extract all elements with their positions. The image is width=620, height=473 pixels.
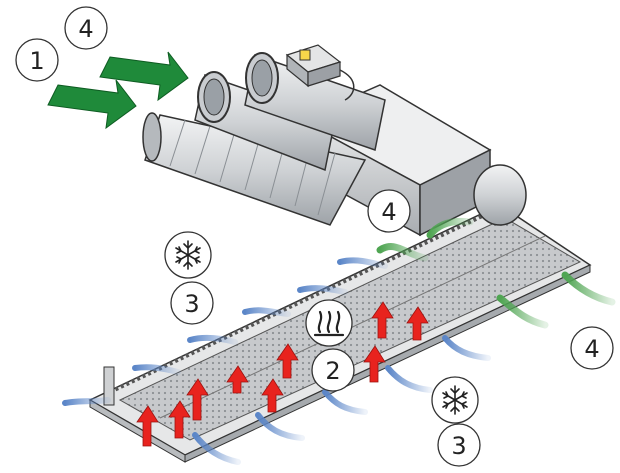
callout-extract-4-top: 4 — [64, 6, 108, 50]
heat-arrow-4 — [226, 365, 249, 394]
callout-extract-4-middle-label: 4 — [381, 198, 396, 226]
supply-arrow-lower — [47, 79, 137, 130]
callout-heating-2: 2 — [305, 299, 355, 392]
callout-supply-1-label: 1 — [29, 47, 44, 75]
heating-air-arrows — [136, 301, 429, 447]
supply-air-arrows — [47, 51, 189, 130]
cool-arrow-11 — [442, 335, 491, 361]
extract-air-arrows — [376, 217, 616, 329]
cool-arrow-3 — [187, 334, 238, 345]
heat-arrow-8 — [371, 301, 394, 339]
cool-arrow-9 — [322, 389, 368, 415]
callout-extract-4-right-label: 4 — [584, 335, 599, 363]
cool-arrow-6 — [337, 257, 388, 269]
callout-extract-4-top-label: 4 — [78, 15, 93, 43]
callout-extract-4-middle: 4 — [367, 189, 411, 233]
extract-arrow-1 — [426, 217, 474, 239]
extract-arrow-4 — [561, 271, 616, 306]
heat-arrow-6 — [276, 343, 299, 379]
callout-cooling-3-right: 3 — [431, 376, 481, 467]
heat-arrow-9 — [406, 306, 429, 341]
callout-cooling-3-left-label: 3 — [184, 290, 199, 318]
callout-extract-4-right: 4 — [570, 326, 614, 370]
cool-arrow-8 — [255, 412, 305, 441]
callout-supply-1: 1 — [15, 38, 59, 82]
cool-arrow-2 — [132, 364, 181, 375]
heat-arrow-1 — [136, 405, 159, 447]
callout-cooling-3-left: 3 — [164, 231, 214, 325]
upper-duct-right — [244, 52, 386, 151]
cool-arrow-4 — [242, 307, 291, 317]
cool-arrow-5 — [297, 285, 348, 295]
heat-arrow-7 — [363, 345, 386, 383]
supply-arrow-upper — [99, 51, 189, 102]
extract-arrow-3 — [496, 294, 549, 329]
heat-arrow-2 — [168, 400, 191, 439]
cool-arrow-10 — [385, 365, 433, 393]
heat-arrow-5 — [261, 378, 284, 413]
cool-arrow-1 — [62, 397, 111, 406]
heat-arrow-3 — [186, 378, 209, 421]
cooling-air-arrows — [62, 257, 491, 465]
snowflake-icon — [175, 240, 201, 270]
callout-heating-2-label: 2 — [325, 357, 340, 385]
callout-cooling-3-right-label: 3 — [451, 432, 466, 460]
damper-actuator — [285, 44, 355, 101]
extract-arrow-2 — [376, 242, 429, 262]
cool-arrow-7 — [192, 432, 241, 465]
snowflake-icon — [442, 385, 468, 415]
heating-waves-icon — [313, 310, 345, 337]
